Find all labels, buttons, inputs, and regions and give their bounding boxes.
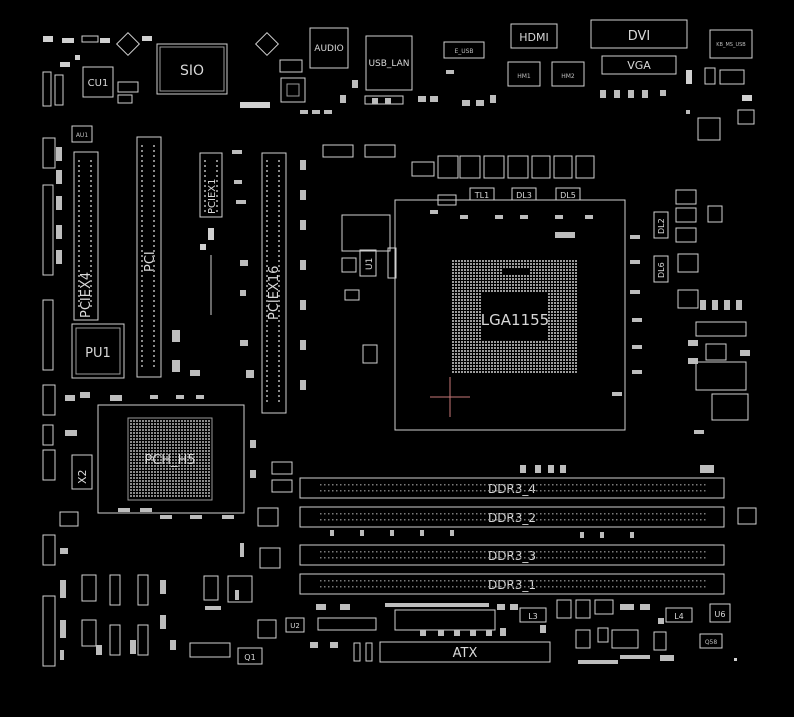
- dl3-marker: DL3: [511, 187, 537, 201]
- diamond-chip-2: [254, 31, 280, 57]
- q58-transistor: Q58: [699, 633, 723, 649]
- top-left-parts: [42, 35, 152, 107]
- hdmi-label: HDMI: [519, 31, 548, 44]
- hm1-label: HM1: [517, 73, 531, 80]
- kb-ms-usb-connector: KB_MS_USB: [709, 29, 753, 59]
- e-usb-label: E_USB: [454, 48, 473, 55]
- dl5-marker: DL5: [555, 187, 581, 201]
- kb-ms-usb-label: KB_MS_USB: [716, 42, 746, 48]
- au1-label: AU1: [76, 132, 88, 139]
- dl2-label: DL2: [657, 218, 666, 234]
- cpu-pin-field: [452, 260, 577, 373]
- diamond-chip-1: [115, 31, 141, 57]
- bottom-parts: [59, 511, 737, 662]
- x2-crystal: X2: [71, 454, 93, 490]
- usb-lan-connector: USB_LAN: [364, 35, 413, 105]
- tl1-marker: TL1: [469, 187, 495, 201]
- pci-slot: PCI: [136, 136, 162, 378]
- u1-chip: U1: [359, 249, 377, 277]
- pch-label: PCH_H5: [144, 453, 195, 468]
- e-usb-connector: E_USB: [443, 41, 485, 59]
- dl5-label: DL5: [560, 191, 576, 200]
- hm2-chip: HM2: [551, 61, 585, 87]
- sio-chip: SIO: [156, 43, 228, 95]
- atx-connector: ATX: [379, 641, 551, 663]
- pu1-chip: PU1: [71, 323, 125, 379]
- q58-label: Q58: [705, 639, 718, 646]
- vga-label: VGA: [627, 59, 651, 72]
- au1-chip: AU1: [71, 125, 93, 143]
- hdmi-connector: HDMI: [510, 23, 558, 49]
- cu1-chip: CU1: [82, 66, 114, 98]
- dvi-connector: DVI: [590, 19, 688, 49]
- u1-label: U1: [365, 258, 375, 270]
- cpu-top-parts: [322, 144, 595, 206]
- ddr-left-parts: [257, 461, 757, 569]
- cpu-socket: LGA1155: [394, 199, 626, 431]
- pciex1-label: PCIEX1: [207, 179, 218, 215]
- hm1-chip: HM1: [507, 61, 541, 87]
- pch-ball-grid: [130, 420, 210, 497]
- l3-label: L3: [528, 612, 538, 621]
- cpu-socket-label: LGA1155: [481, 311, 549, 329]
- pciex16-slot: PCIEX16: [261, 152, 287, 414]
- left-edge-parts: [42, 137, 56, 667]
- tl1-label: TL1: [474, 191, 489, 200]
- dl2-marker: DL2: [653, 211, 669, 239]
- cpu-left-parts: [341, 214, 397, 364]
- pciex4-label: PCIEX4: [79, 272, 94, 318]
- ddr3-4-slot: DDR3_4: [299, 477, 725, 499]
- usb-lan-label: USB_LAN: [368, 59, 409, 69]
- cpu-right-parts: [675, 189, 749, 421]
- ddr-pin-rows: [320, 484, 706, 588]
- sio-side-chip: [240, 59, 306, 108]
- dl6-label: DL6: [657, 262, 666, 278]
- pu1-label: PU1: [85, 346, 111, 361]
- cu1-label: CU1: [88, 78, 109, 89]
- top-right-parts: [686, 67, 755, 141]
- pch-chip: PCH_H5: [97, 404, 245, 514]
- ddr3-1-slot: DDR3_1: [299, 573, 725, 595]
- pciex4-slot: PCIEX4: [73, 151, 99, 321]
- q1-label: Q1: [244, 653, 255, 662]
- pciex1-slot: PCIEX1: [199, 152, 223, 218]
- ddr3-2-slot: DDR3_2: [299, 506, 725, 528]
- hm2-label: HM2: [561, 73, 575, 80]
- dl6-marker: DL6: [653, 255, 669, 283]
- u6-chip: U6: [709, 603, 731, 623]
- u2-chip: U2: [285, 617, 305, 633]
- l4-label: L4: [674, 612, 684, 621]
- audio-label: AUDIO: [314, 44, 343, 54]
- u6-label: U6: [715, 610, 726, 619]
- l4-inductor: L4: [665, 607, 693, 623]
- pci-label: PCI: [143, 251, 158, 272]
- ddr3-3-slot: DDR3_3: [299, 544, 725, 566]
- small-component-field: [56, 70, 750, 664]
- slot-divider: [200, 228, 214, 315]
- l3-inductor: L3: [519, 607, 547, 623]
- dvi-label: DVI: [628, 29, 651, 44]
- u2-label: U2: [290, 622, 300, 630]
- audio-connector: AUDIO: [309, 27, 349, 69]
- sio-label: SIO: [180, 63, 204, 79]
- dl3-label: DL3: [516, 191, 532, 200]
- atx-label: ATX: [453, 646, 478, 661]
- x2-label: X2: [76, 469, 89, 484]
- q1-transistor: Q1: [237, 647, 263, 665]
- vga-connector: VGA: [601, 55, 677, 75]
